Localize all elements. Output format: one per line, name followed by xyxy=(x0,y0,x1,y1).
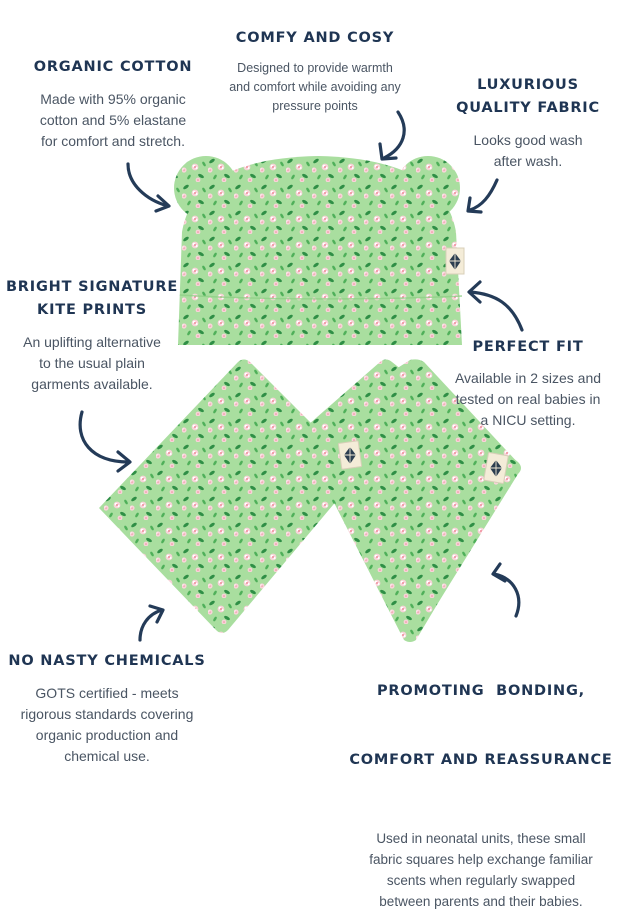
feature-luxurious: LUXURIOUS QUALITY FABRIC Looks good wash… xyxy=(440,74,616,172)
squares-illustration xyxy=(99,359,521,642)
feature-luxurious-title: LUXURIOUS QUALITY FABRIC xyxy=(440,74,616,120)
feature-bonding-text: Used in neonatal units, these small fabr… xyxy=(346,828,616,912)
left-square xyxy=(99,359,358,633)
text-line: Designed to provide warmth xyxy=(237,61,393,75)
feature-bonding-title: PROMOTING BONDING, COMFORT AND REASSURAN… xyxy=(346,634,616,818)
feature-kite-title: BRIGHT SIGNATURE KITE PRINTS xyxy=(4,276,180,322)
arrow-bonding-icon xyxy=(491,562,521,618)
text-line: chemical use. xyxy=(64,748,150,764)
title-line: LUXURIOUS xyxy=(477,77,579,93)
text-line: Made with 95% organic xyxy=(40,91,186,107)
feature-comfy-text: Designed to provide warmth and comfort w… xyxy=(190,59,440,116)
text-line: after wash. xyxy=(493,153,563,169)
hat-illustration xyxy=(174,156,465,345)
text-line: organic production and xyxy=(35,727,179,743)
text-line: for comfort and stretch. xyxy=(41,133,185,149)
text-line: to the usual plain xyxy=(39,355,145,371)
text-line: rigorous standards covering xyxy=(20,706,194,722)
feature-fit-title: PERFECT FIT xyxy=(472,339,584,355)
arrow-comfy-icon xyxy=(378,110,406,161)
feature-chemicals: NO NASTY CHEMICALS GOTS certified - meet… xyxy=(6,650,208,767)
text-line: scents when regularly swapped xyxy=(386,873,576,888)
illustration xyxy=(78,110,524,642)
kite-logo-icon xyxy=(344,447,356,464)
arrow-kite-icon xyxy=(78,410,132,473)
feature-fit-text: Available in 2 sizes and tested on real … xyxy=(440,368,616,431)
title-line: QUALITY FABRIC xyxy=(456,100,600,116)
hat-body xyxy=(178,156,462,345)
arrow-fit-icon xyxy=(467,280,524,332)
text-line: garments available. xyxy=(31,376,153,392)
feature-kite: BRIGHT SIGNATURE KITE PRINTS An upliftin… xyxy=(4,276,180,395)
arrow-chemicals-icon xyxy=(138,604,165,642)
text-line: and comfort while avoiding any xyxy=(229,80,401,94)
feature-bonding: PROMOTING BONDING, COMFORT AND REASSURAN… xyxy=(346,634,616,912)
feature-organic: ORGANIC COTTON Made with 95% organic cot… xyxy=(10,56,216,152)
title-line: KITE PRINTS xyxy=(37,302,147,318)
title-line: PROMOTING BONDING, xyxy=(377,683,585,699)
text-line: fabric squares help exchange familiar xyxy=(369,852,593,867)
feature-comfy-title: COMFY AND COSY xyxy=(235,30,395,46)
text-line: Looks good wash xyxy=(473,132,583,148)
right-square xyxy=(298,359,520,642)
text-line: An uplifting alternative xyxy=(23,334,161,350)
feature-organic-title: ORGANIC COTTON xyxy=(33,59,193,75)
feature-chemicals-text: GOTS certified - meets rigorous standard… xyxy=(6,683,208,767)
feature-luxurious-text: Looks good wash after wash. xyxy=(440,130,616,172)
feature-fit: PERFECT FIT Available in 2 sizes and tes… xyxy=(440,336,616,431)
feature-chemicals-title: NO NASTY CHEMICALS xyxy=(8,653,206,669)
text-line: pressure points xyxy=(272,99,358,113)
kite-logo-icon xyxy=(449,253,461,270)
text-line: tested on real babies in xyxy=(455,391,601,407)
kite-logo-icon xyxy=(490,460,502,477)
text-line: Available in 2 sizes and xyxy=(454,370,602,386)
arrow-luxurious-icon xyxy=(466,178,499,214)
text-line: GOTS certified - meets xyxy=(35,685,179,701)
text-line: cotton and 5% elastane xyxy=(39,112,187,128)
text-line: a NICU setting. xyxy=(480,412,576,428)
arrow-organic-icon xyxy=(126,162,171,213)
title-line: COMFORT AND REASSURANCE xyxy=(349,752,613,768)
feature-organic-text: Made with 95% organic cotton and 5% elas… xyxy=(10,89,216,152)
text-line: Used in neonatal units, these small xyxy=(376,831,586,846)
feature-comfy: COMFY AND COSY Designed to provide warmt… xyxy=(190,27,440,116)
feature-kite-text: An uplifting alternative to the usual pl… xyxy=(4,332,180,395)
text-line: between parents and their babies. xyxy=(379,894,583,909)
title-line: BRIGHT SIGNATURE xyxy=(5,279,179,295)
